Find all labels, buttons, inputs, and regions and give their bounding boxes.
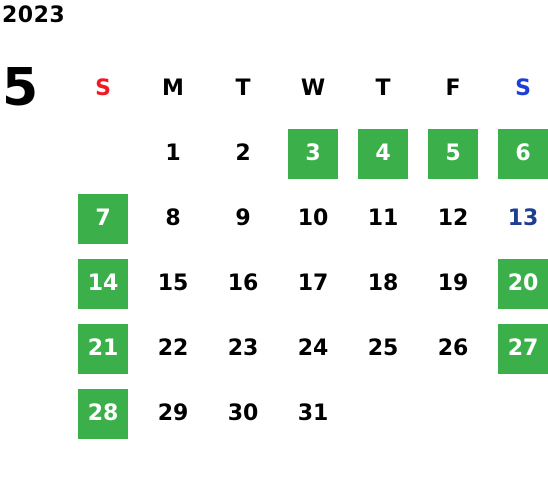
calendar-day-cell: 7: [68, 186, 138, 251]
day-number: 2: [235, 141, 251, 166]
weekday-header-saturday: S: [515, 76, 531, 101]
holiday-day-number: 4: [358, 128, 408, 179]
holiday-day-number: 6: [498, 128, 548, 179]
day-number: 30: [227, 401, 259, 426]
holiday-day-number: 27: [498, 323, 548, 374]
calendar-day-cell: 8: [138, 186, 208, 251]
day-number: 23: [227, 336, 259, 361]
holiday-day-number: 28: [78, 388, 128, 439]
day-number: 29: [157, 401, 189, 426]
day-number: 9: [235, 206, 251, 231]
day-number: 15: [157, 271, 189, 296]
calendar-day-cell: 9: [208, 186, 278, 251]
calendar-day-cell: 21: [68, 316, 138, 381]
day-number: 18: [367, 271, 399, 296]
calendar-day-cell: 19: [418, 251, 488, 316]
weekday-header-tuesday: T: [235, 76, 251, 101]
calendar-day-cell: 23: [208, 316, 278, 381]
calendar-day-cell: 3: [278, 121, 348, 186]
calendar-day-cell: 5: [418, 121, 488, 186]
day-number: 24: [297, 336, 329, 361]
weekday-header-friday: F: [445, 76, 461, 101]
calendar-day-cell: 10: [278, 186, 348, 251]
day-number: 1: [165, 141, 181, 166]
day-number: 31: [297, 401, 329, 426]
calendar-day-cell: 25: [348, 316, 418, 381]
calendar-day-cell: 11: [348, 186, 418, 251]
holiday-day-number: 5: [428, 128, 478, 179]
calendar-day-cell: 1: [138, 121, 208, 186]
weekday-header-sunday: S: [95, 76, 111, 101]
calendar-day-cell: 26: [418, 316, 488, 381]
calendar-day-cell: 18: [348, 251, 418, 316]
calendar-empty-cell: [68, 121, 138, 186]
holiday-day-number: 21: [78, 323, 128, 374]
day-number: 13: [507, 206, 539, 231]
calendar-day-cell: 2: [208, 121, 278, 186]
day-number: 12: [437, 206, 469, 231]
day-number: 17: [297, 271, 329, 296]
calendar-day-cell: 24: [278, 316, 348, 381]
calendar-day-cell: 28: [68, 381, 138, 446]
calendar-day-cell: 6: [488, 121, 548, 186]
holiday-day-number: 3: [288, 128, 338, 179]
calendar-day-cell: 12: [418, 186, 488, 251]
weekday-header-wednesday: W: [300, 76, 326, 101]
holiday-day-number: 20: [498, 258, 548, 309]
calendar-day-cell: 13: [488, 186, 548, 251]
calendar-day-cell: 16: [208, 251, 278, 316]
calendar-day-cell: 20: [488, 251, 548, 316]
day-number: 19: [437, 271, 469, 296]
weekday-header-monday: M: [162, 76, 184, 101]
holiday-day-number: 7: [78, 193, 128, 244]
calendar-day-cell: 14: [68, 251, 138, 316]
calendar-day-cell: 31: [278, 381, 348, 446]
calendar-day-cell: 15: [138, 251, 208, 316]
calendar-day-cell: 4: [348, 121, 418, 186]
day-number: 11: [367, 206, 399, 231]
calendar-day-cell: 30: [208, 381, 278, 446]
weekday-header-thursday: T: [375, 76, 391, 101]
month-number: 5: [2, 58, 39, 118]
calendar-day-cell: 29: [138, 381, 208, 446]
holiday-day-number: 14: [78, 258, 128, 309]
calendar-day-cell: 22: [138, 316, 208, 381]
calendar-day-cell: 17: [278, 251, 348, 316]
day-number: 16: [227, 271, 259, 296]
day-number: 8: [165, 206, 181, 231]
day-number: 26: [437, 336, 469, 361]
calendar-day-cell: 27: [488, 316, 548, 381]
day-number: 25: [367, 336, 399, 361]
year-label: 2023: [2, 3, 66, 28]
day-number: 10: [297, 206, 329, 231]
day-number: 22: [157, 336, 189, 361]
